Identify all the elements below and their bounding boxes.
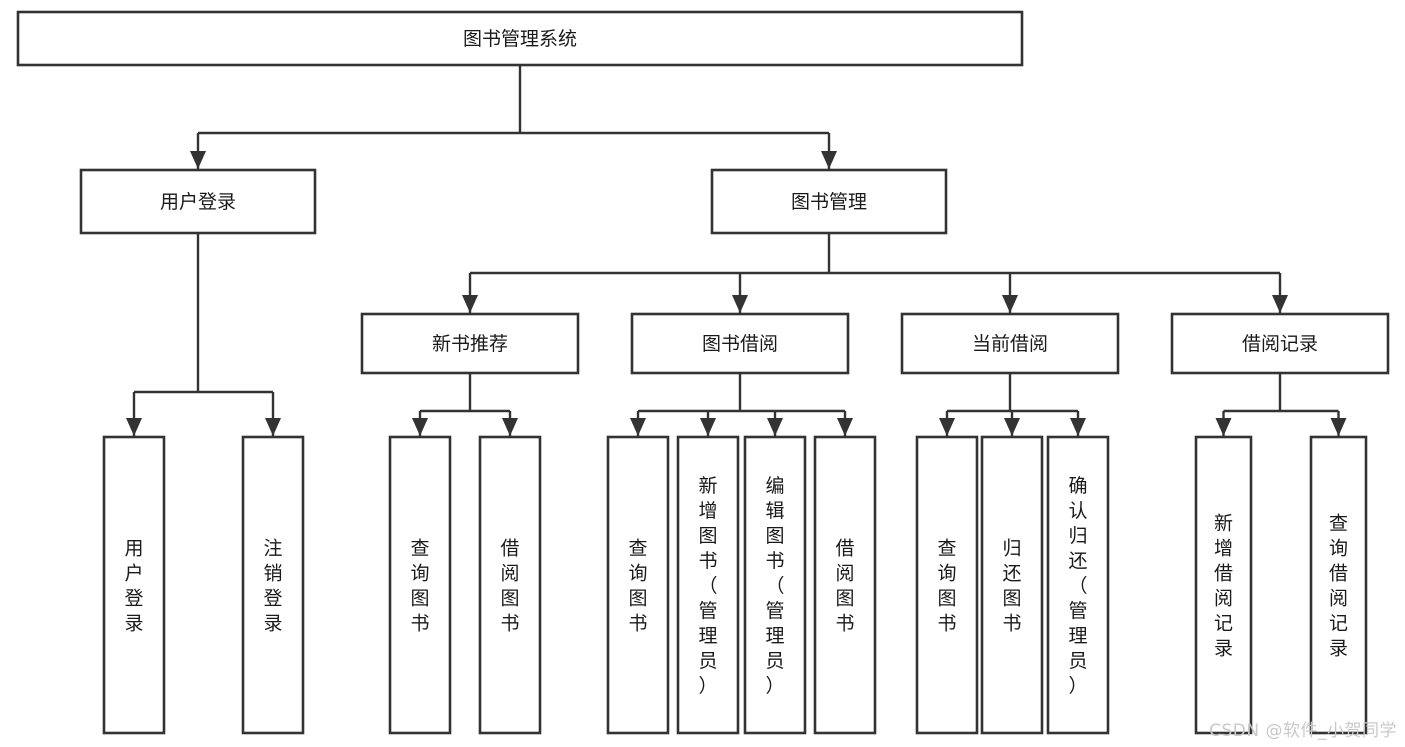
arrow-head-icon bbox=[939, 418, 955, 436]
arrow-head-icon bbox=[412, 418, 428, 436]
arrow-head-icon bbox=[1330, 418, 1347, 436]
leaf-node-1[interactable]: 注销登录 bbox=[241, 435, 305, 735]
leaf-node-5[interactable]: 新增图书（管理员） bbox=[676, 435, 740, 735]
arrow-head-icon bbox=[767, 418, 783, 436]
node-label: 归还图书 bbox=[1002, 538, 1021, 635]
arrow-head-icon bbox=[265, 418, 281, 436]
node-root-system[interactable]: 图书管理系统 bbox=[16, 10, 1024, 67]
leaf-node-0[interactable]: 用户登录 bbox=[102, 435, 166, 735]
node-level3-2[interactable]: 当前借阅 bbox=[900, 312, 1120, 375]
leaf-node-8[interactable]: 查询图书 bbox=[915, 435, 979, 735]
node-label: 当前借阅 bbox=[972, 333, 1048, 355]
arrow-head-icon bbox=[502, 418, 518, 436]
node-label: 图书管理系统 bbox=[463, 28, 577, 50]
leaf-node-6[interactable]: 编辑图书（管理员） bbox=[743, 435, 807, 735]
arrow-head-icon bbox=[1070, 418, 1086, 436]
arrow-head-icon bbox=[1272, 295, 1288, 313]
node-label: 查询图书 bbox=[937, 538, 956, 635]
arrow-head-icon bbox=[190, 151, 206, 169]
node-label: 图书管理 bbox=[791, 191, 867, 213]
leaf-node-12[interactable]: 查询借阅记录 bbox=[1309, 435, 1368, 735]
node-level3-1[interactable]: 图书借阅 bbox=[630, 312, 850, 375]
arrow-head-icon bbox=[732, 295, 748, 313]
node-label: 用户登录 bbox=[160, 191, 236, 213]
node-label: 新书推荐 bbox=[432, 333, 508, 355]
connector-layer bbox=[126, 65, 1347, 436]
node-label: 借阅图书 bbox=[500, 538, 519, 635]
node-label: 编辑图书（管理员） bbox=[765, 475, 784, 697]
leaf-node-11[interactable]: 新增借阅记录 bbox=[1194, 435, 1253, 735]
node-label: 用户登录 bbox=[124, 538, 143, 635]
leaf-node-10[interactable]: 确认归还（管理员） bbox=[1046, 435, 1110, 735]
node-layer: 图书管理系统用户登录图书管理新书推荐图书借阅当前借阅借阅记录用户登录注销登录查询… bbox=[16, 10, 1390, 735]
arrow-head-icon bbox=[837, 418, 853, 436]
node-user-login[interactable]: 用户登录 bbox=[79, 168, 317, 235]
node-level3-0[interactable]: 新书推荐 bbox=[360, 312, 580, 375]
arrow-head-icon bbox=[1002, 295, 1018, 313]
node-level3-3[interactable]: 借阅记录 bbox=[1170, 312, 1390, 375]
node-book-management[interactable]: 图书管理 bbox=[710, 168, 948, 235]
node-label: 新增图书（管理员） bbox=[698, 475, 717, 697]
arrow-head-icon bbox=[126, 418, 142, 436]
node-label: 借阅记录 bbox=[1242, 333, 1318, 355]
node-label: 查询图书 bbox=[410, 538, 429, 635]
arrow-head-icon bbox=[700, 418, 716, 436]
leaf-node-2[interactable]: 查询图书 bbox=[388, 435, 452, 735]
node-label: 确认归还（管理员） bbox=[1068, 475, 1087, 697]
leaf-node-3[interactable]: 借阅图书 bbox=[478, 435, 542, 735]
arrow-head-icon bbox=[1004, 418, 1020, 436]
leaf-node-4[interactable]: 查询图书 bbox=[606, 435, 670, 735]
arrow-head-icon bbox=[821, 151, 837, 169]
leaf-node-9[interactable]: 归还图书 bbox=[980, 435, 1044, 735]
node-label: 查询借阅记录 bbox=[1329, 513, 1348, 660]
node-label: 借阅图书 bbox=[835, 538, 854, 635]
arrow-head-icon bbox=[1215, 418, 1232, 436]
node-label: 图书借阅 bbox=[702, 333, 778, 355]
leaf-node-7[interactable]: 借阅图书 bbox=[813, 435, 877, 735]
node-label: 注销登录 bbox=[263, 538, 282, 635]
arrow-head-icon bbox=[462, 295, 478, 313]
node-label: 查询图书 bbox=[628, 538, 647, 635]
node-label: 新增借阅记录 bbox=[1214, 513, 1233, 660]
arrow-head-icon bbox=[630, 418, 646, 436]
